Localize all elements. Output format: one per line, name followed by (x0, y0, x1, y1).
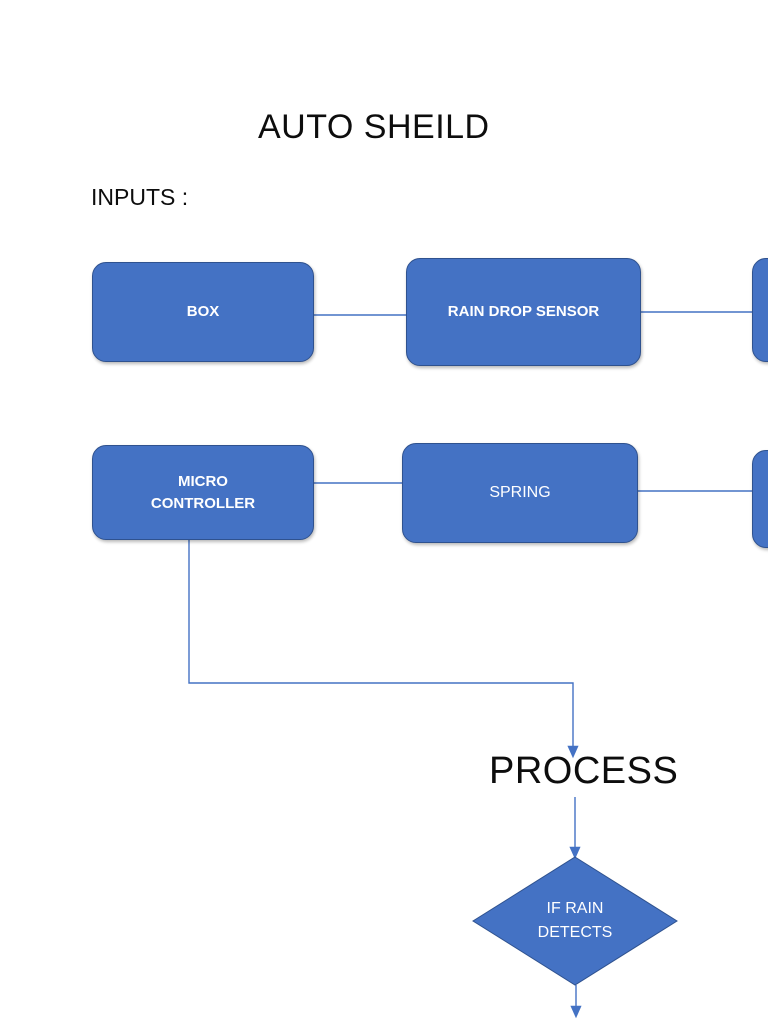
node-label: SPRING (489, 484, 551, 502)
node-label: BOX (186, 303, 220, 321)
inputs-section-label: INPUTS : (91, 184, 189, 210)
page-title: AUTO SHEILD (258, 108, 490, 146)
node-label: RAIN DROP SENSOR (447, 303, 600, 321)
node-rain-drop-sensor[interactable]: RAIN DROP SENSOR (406, 258, 641, 366)
node-spring[interactable]: SPRING (402, 443, 638, 543)
decision-polygon (472, 856, 678, 986)
node-label: MICRO CONTROLLER (150, 472, 256, 512)
process-section-label: PROCESS (489, 750, 679, 792)
node-input-right-top[interactable] (752, 258, 768, 362)
node-micro-controller[interactable]: MICRO CONTROLLER (92, 445, 314, 540)
connector-controller-to-process (188, 540, 579, 759)
decision-if-rain-detects[interactable]: IF RAIN DETECTS (472, 856, 678, 986)
node-box[interactable]: BOX (92, 262, 314, 362)
node-input-right-bottom[interactable] (752, 450, 768, 548)
